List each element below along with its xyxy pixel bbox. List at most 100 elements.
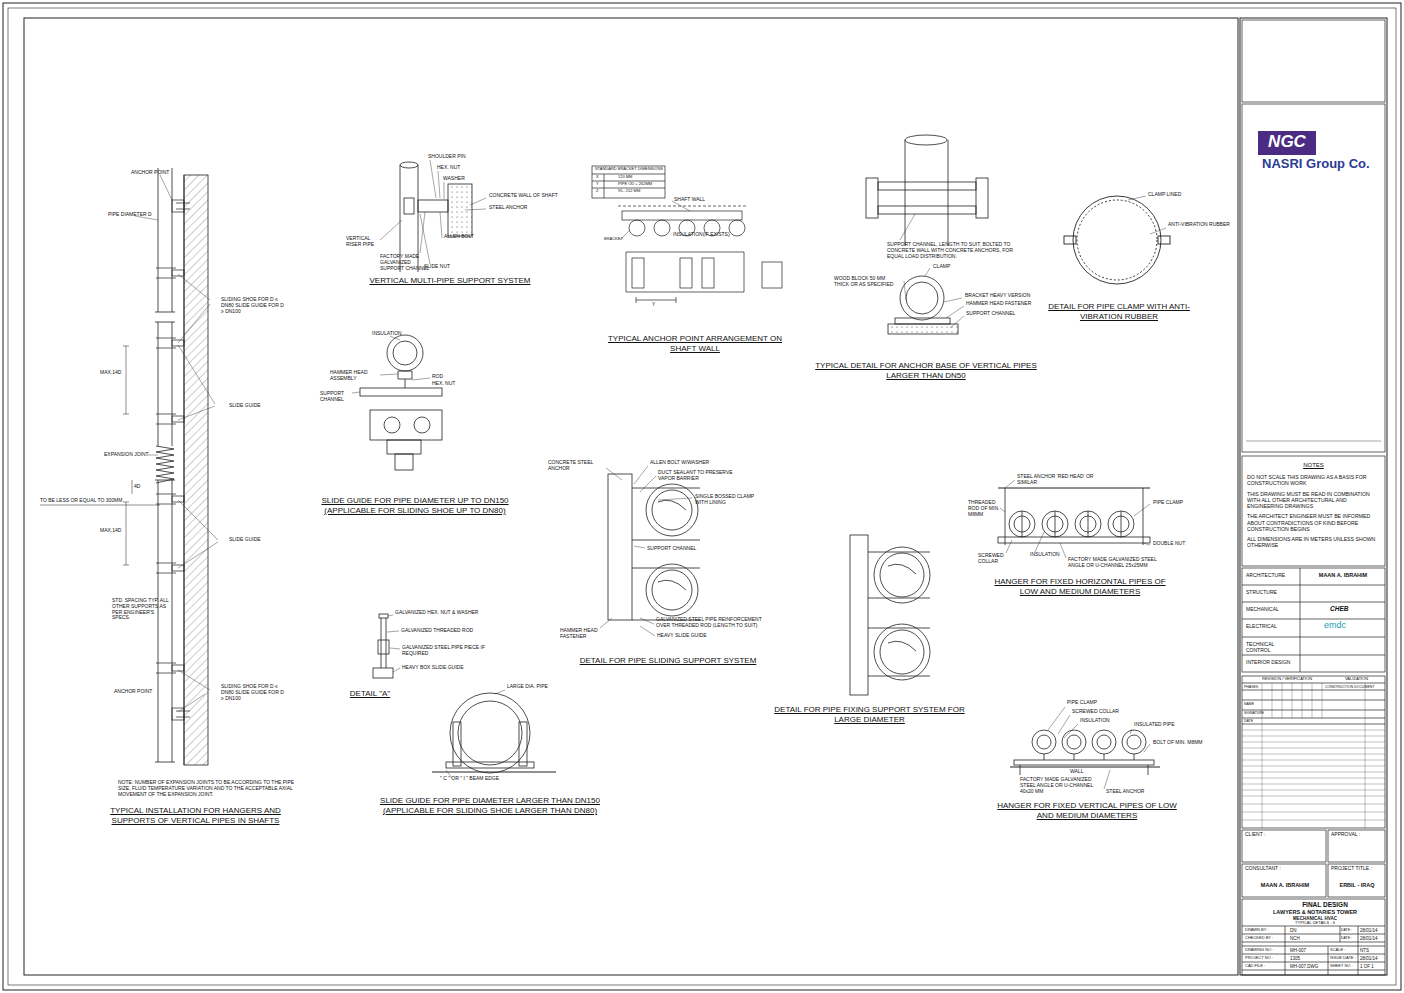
callout-label: INSULATION (372, 331, 412, 337)
callout-label: CONSULTANT : (1245, 866, 1305, 872)
callout-label: NTS (1360, 948, 1380, 953)
detail-caption: DETAIL FOR PIPE SLIDING SUPPORT SYSTEM (563, 656, 773, 666)
callout-label: CONCRETE STEEL ANCHOR (548, 460, 608, 472)
node-text: ALL DIMENSIONS ARE IN METERS UNLESS SHOW… (1247, 536, 1380, 548)
callout-label: SINGLE BOSSED CLAMP WITH LINING (695, 494, 755, 506)
callout-label: PROJECT TITLE : (1331, 866, 1383, 872)
detail-caption: TYPICAL ANCHOR POINT ARRANGEMENT ON SHAF… (605, 334, 785, 354)
callout-label: HEX. NUT (432, 381, 462, 387)
callout-label: 95...152 MM (618, 189, 662, 194)
callout-label: FACTORY MADE GALVANIZED SUPPORT CHANNEL (380, 254, 430, 271)
callout-label: SCALE : (1330, 948, 1356, 953)
callout-label: HAMMER HEAD FASTENER (966, 301, 1036, 307)
callout-label: Y (596, 182, 604, 187)
callout-label: SLIDE GUIDE (229, 537, 269, 543)
callout-label: LARGE DIA. PIPE (507, 684, 562, 690)
callout-label: emdc (1324, 620, 1364, 630)
callout-label: DATE : (1341, 936, 1358, 940)
callout-label: CLIENT : (1245, 832, 1295, 838)
callout-label: DOUBLE NUT (1153, 541, 1193, 547)
callout-label: DRAWING NO : (1245, 948, 1283, 953)
callout-label: " C " OR " I " BEAM EDGE (440, 776, 520, 782)
callout-label: Y (652, 302, 660, 308)
callout-label: DUCT SEALANT TO PRESERVE VAPOR BARRIER (658, 470, 738, 482)
callout-label: BRACKET HEAVY VERSION (965, 293, 1035, 299)
callout-label: INSULATED PIPE (1134, 722, 1184, 728)
callout-label: ANCHOR POINT (131, 170, 181, 176)
detail-caption: SLIDE GUIDE FOR PIPE DIAMETER UP TO DN15… (300, 496, 530, 516)
callout-label: MAAN A. IBRAHIM (1303, 572, 1383, 578)
callout-label: SIGNATURE (1244, 711, 1264, 715)
callout-label: SHAFT WALL (674, 197, 714, 203)
callout-label: HAMMER HEAD FASTENER (560, 628, 600, 640)
callout-label: NASRI Group Co. (1262, 157, 1384, 172)
notes-panel: NOTESDO NOT SCALE THIS DRAWING AS A BASI… (1243, 458, 1384, 565)
callout-label: INSULATION(IF EXISTS) (673, 232, 738, 238)
callout-label: GALVANIZED STEEL PIPE PIECE IF REQUIRED (402, 645, 512, 657)
callout-label: 1 OF 1 (1360, 964, 1385, 969)
callout-label: SCREWED COLLAR (1072, 709, 1122, 715)
detail-caption: HANGER FOR FIXED HORIZONTAL PIPES OF LOW… (985, 577, 1175, 597)
callout-label: PIPE CLAMP (1153, 500, 1193, 506)
callout-label: ANTI-VIBRATION RUBBER (1168, 222, 1233, 228)
callout-label: MAX.14D (100, 528, 126, 534)
callout-label: SHEET NO : (1330, 964, 1358, 969)
callout-label: ISSUE DATE : (1330, 956, 1358, 961)
callout-label: CLAMP (933, 264, 961, 270)
callout-label: LAWYERS & NOTARIES TOWER (1250, 909, 1380, 915)
callout-label: 1305 (1290, 956, 1320, 961)
callout-label: SCREWED COLLAR (978, 553, 1008, 565)
callout-label: GALVANIZED STEEL PIPE REINFORCEMENT OVER… (656, 617, 771, 629)
callout-label: VERTICAL RISER PIPE (346, 236, 386, 248)
callout-label: EXPANSION JOINT (104, 452, 156, 458)
node-text: THE ARCHITECT ENGINEER MUST BE INFORMED … (1247, 513, 1380, 532)
callout-label: ALLEN BOLT W/WASHER (650, 460, 720, 466)
callout-label: SLIDE NUT (424, 264, 459, 270)
callout-label: SUPPORT CHANNEL (320, 391, 360, 403)
callout-label: VALIDATION (1345, 677, 1385, 682)
callout-label: MH-007.DWG (1290, 964, 1326, 969)
callout-label: STD. SPACING TYP. ALL OTHER SUPPORTS AS … (112, 598, 172, 621)
callout-label: MAX.14D (100, 370, 126, 376)
detail-caption: TYPICAL INSTALLATION FOR HANGERS AND SUP… (98, 806, 293, 826)
callout-label: X (596, 175, 604, 180)
callout-label: SUPPORT CHANNEL (966, 311, 1021, 317)
callout-label: 28/01/14 (1360, 956, 1385, 961)
callout-label: STEEL ANCHOR 'RED HEAD' OR SIMILAR (1017, 474, 1112, 486)
callout-label: THREADED ROD OF MIN. M8MM (968, 500, 1002, 517)
callout-label: INSULATION (1080, 718, 1120, 724)
callout-label: BOLT OF MIN. M8MM (1153, 740, 1211, 746)
callout-label: DN (1290, 928, 1310, 933)
callout-label: CONCRETE WALL OF SHAFT (489, 193, 564, 199)
callout-label: MH-007 (1290, 948, 1320, 953)
callout-label: PIPE OD + 262MM (618, 182, 664, 187)
callout-label: ANCHOR POINT (114, 689, 154, 695)
callout-label: PIPE DIAMETER D (108, 212, 158, 218)
callout-label: INTERIOR DESIGN (1246, 660, 1298, 666)
callout-label: 4D (134, 484, 144, 490)
callout-label: DATE : (1341, 928, 1358, 932)
callout-label: GALVANIZED HEX. NUT & WASHER (395, 610, 485, 616)
callout-label: CAD FILE : (1245, 964, 1283, 969)
callout-label: CHEB (1330, 605, 1360, 612)
detail-caption: DETAIL "A" (340, 689, 400, 699)
callout-label: TECHNICAL CONTROL (1246, 642, 1298, 654)
callout-label: FINAL DESIGN (1270, 901, 1380, 908)
callout-label: SUPPORT CHANNEL, LENGTH TO SUIT, BOLTED … (887, 242, 1019, 259)
callout-label: ROD (432, 374, 447, 380)
callout-label: STEEL ANCHOR (489, 205, 534, 211)
callout-label: TO BE LESS OR EQUAL TO 300MM (40, 498, 126, 504)
callout-label: PROJECT NO : (1245, 956, 1283, 961)
callout-label: SLIDING SHOE FOR D ≤ DN80 SLIDE GUIDE FO… (221, 684, 285, 701)
callout-label: STANDARD BRACKET DIMENSIONS (593, 167, 665, 172)
callout-label: FACTORY MADE GALVANIZED STEEL ANGLE OR U… (1068, 557, 1163, 569)
callout-label: STRUCTURE (1246, 590, 1298, 596)
callout-label: TYPICAL DETAILS - 6 (1250, 921, 1380, 926)
callout-label: ARCHITECTURE (1246, 573, 1298, 579)
callout-label: Z (596, 189, 604, 194)
detail-caption: DETAIL FOR PIPE CLAMP WITH ANTI-VIBRATIO… (1043, 302, 1195, 322)
logo-box: NGC (1258, 131, 1316, 155)
node-text: THIS DRAWING MUST BE READ IN COMBINATION… (1247, 491, 1380, 510)
callout-label: HEAVY SLIDE GUIDE (657, 633, 717, 639)
callout-label: APPROVAL : (1331, 832, 1381, 838)
